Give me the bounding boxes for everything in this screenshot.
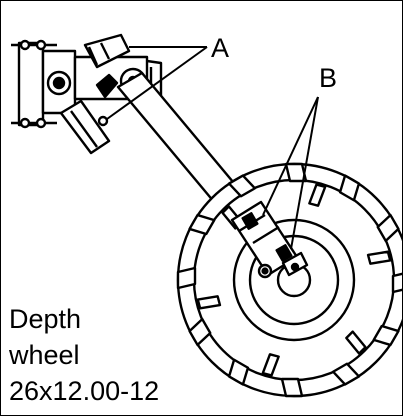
depth-wheel <box>176 162 402 398</box>
arm-overlay <box>230 200 309 279</box>
leader-b-right <box>290 96 319 250</box>
caption-line-1: Depth <box>9 304 82 334</box>
leader-lines <box>106 46 319 250</box>
lower-angled-block <box>59 99 111 155</box>
leader-b-left <box>262 96 319 216</box>
caption: Depth wheel 26x12.00-12 <box>9 301 159 409</box>
callout-b: B <box>319 63 338 93</box>
leader-a-lower <box>106 46 208 120</box>
caption-line-3: 26x12.00-12 <box>9 376 160 406</box>
callout-a: A <box>211 33 230 63</box>
caption-line-2: wheel <box>9 340 80 370</box>
upper-pivot-block <box>83 33 131 69</box>
